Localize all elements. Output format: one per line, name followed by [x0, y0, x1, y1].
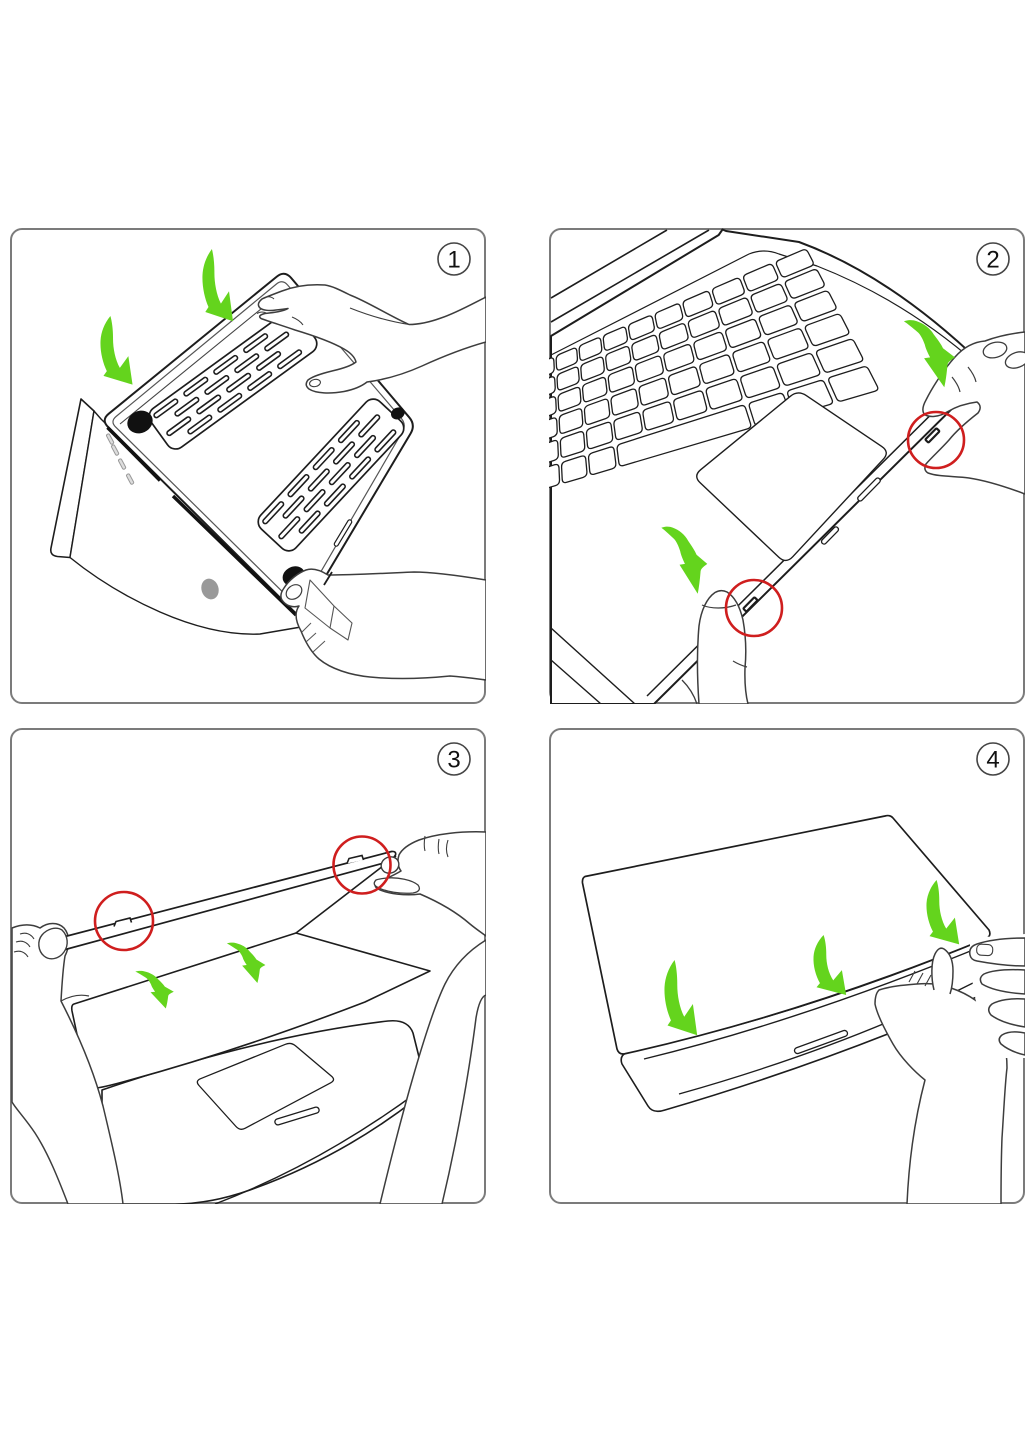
svg-text:2: 2	[986, 247, 999, 274]
svg-text:4: 4	[986, 747, 999, 774]
svg-text:1: 1	[447, 247, 460, 274]
svg-text:3: 3	[447, 747, 460, 774]
